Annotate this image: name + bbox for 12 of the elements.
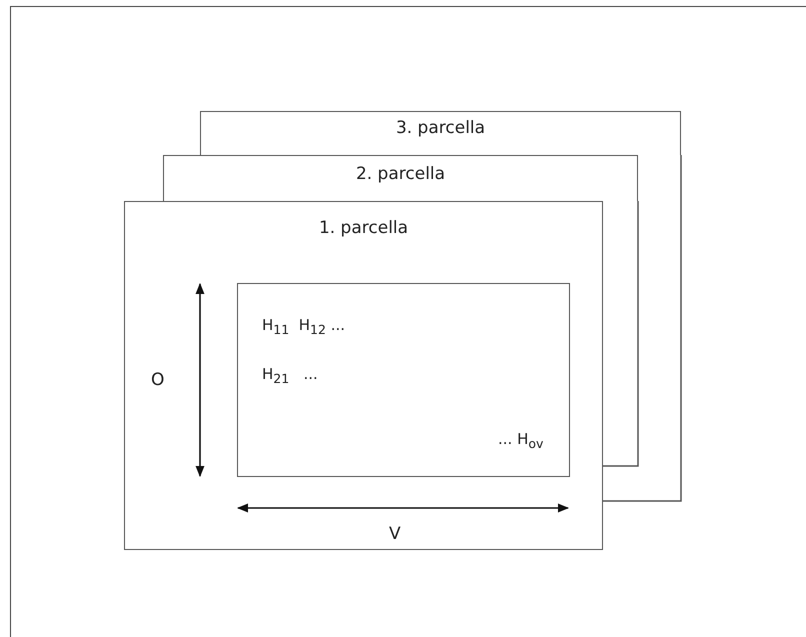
dimension-label: V bbox=[389, 524, 401, 544]
matrix-frame bbox=[237, 283, 570, 477]
matrix-entry: H$_{11}$ H$_{12}$ ... bbox=[262, 316, 345, 337]
matrix-entry: ... H$_{ov}$ bbox=[498, 430, 544, 451]
dimension-label: O bbox=[151, 370, 164, 390]
matrix-entry: H$_{21}$ ... bbox=[262, 365, 318, 386]
sheet-title: 1. parcella bbox=[318, 218, 410, 238]
front-sheet bbox=[124, 201, 603, 550]
sheet-title: 2. parcella bbox=[354, 164, 446, 184]
sheet-title: 3. parcella bbox=[394, 118, 486, 138]
middle-sheet bbox=[163, 155, 638, 201]
back-sheet bbox=[200, 111, 681, 155]
